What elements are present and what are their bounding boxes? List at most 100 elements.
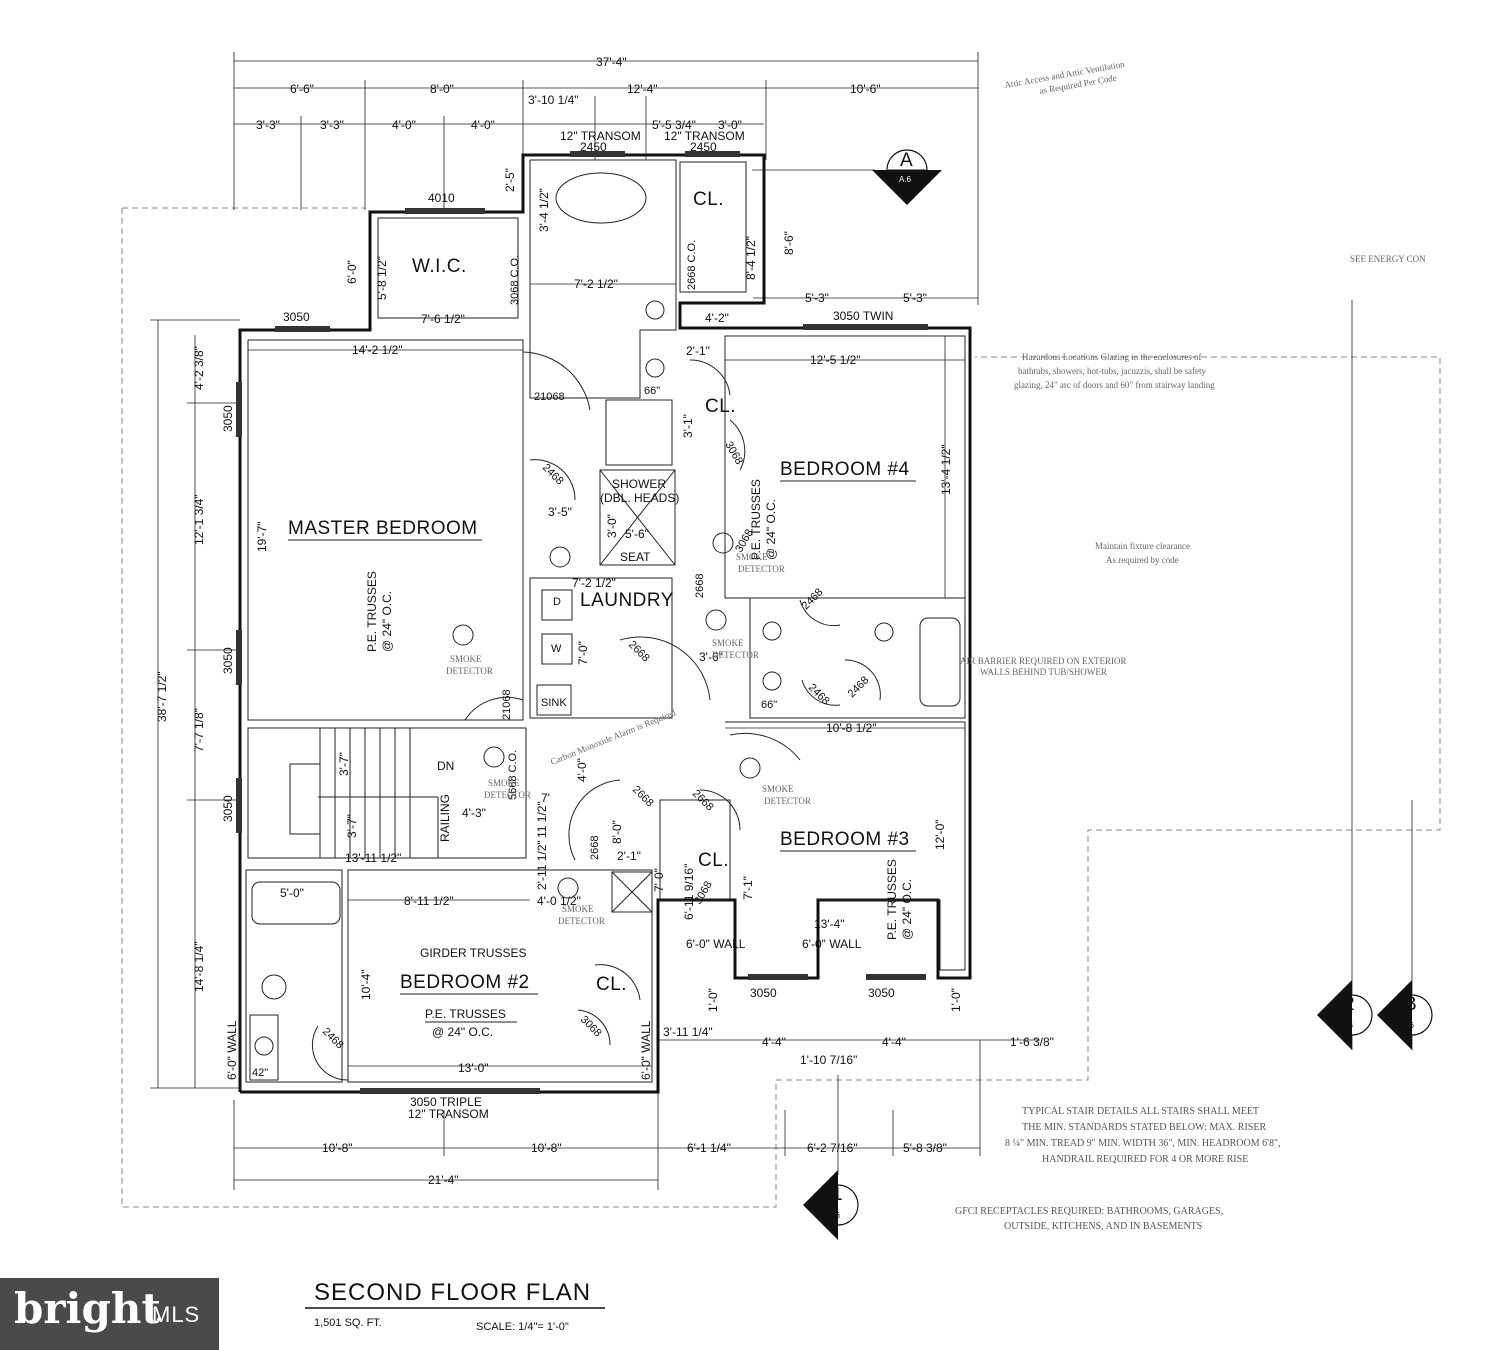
smoke-detectors: SMOKE DETECTOR SMOKE DETECTOR SMOKE DETE… — [446, 532, 811, 926]
wall-6ft-3: 6'-0" WALL — [225, 1020, 239, 1080]
wall-6ft-4: 6'-0" WALL — [639, 1020, 653, 1080]
bottom-dimensions: 10'-8" 10'-8" 6'-1 1/4" 6'-2 7/16" 5'-8 … — [233, 1039, 1040, 1190]
dim-i14: 3'-4 1/2" — [537, 188, 551, 232]
window-b3a-bar — [748, 974, 808, 980]
door-3068-c: 3068 — [578, 1014, 604, 1040]
section-a-letter: A — [900, 150, 913, 171]
plan-notes: Attic Access and Attic Ventilation as Re… — [549, 59, 1426, 1232]
room-bedroom-3: BEDROOM #3 — [780, 829, 910, 850]
dim-i5: 5'-3" — [805, 291, 829, 305]
smoke-2-label-b: DETECTOR — [738, 564, 785, 574]
note-energy: SEE ENERGY CON — [1350, 254, 1426, 264]
window-3050-top: 3050 — [283, 310, 310, 324]
dim-i1: 14'-2 1/2" — [352, 343, 403, 357]
truss-labels: P.E. TRUSSES @ 24" O.C. P.E. TRUSSES @ 2… — [225, 479, 914, 1080]
section-b-sheet: A.6 — [1402, 1021, 1415, 1030]
room-laundry: LAUNDRY — [580, 590, 674, 611]
dim-i49: 1'-10 7/16" — [800, 1053, 857, 1067]
dim-i18: 3'-5" — [548, 505, 572, 519]
dim-i37: 13'-0" — [458, 1061, 489, 1075]
plan-area: 1,501 SQ. FT. — [314, 1317, 382, 1329]
dim-i45: 3'-11 1/4" — [663, 1025, 713, 1039]
room-closet-1: CL. — [693, 189, 724, 210]
dim-s2: 3'-3" — [320, 118, 344, 132]
window-twin-bar — [803, 324, 928, 330]
dim-l3: 7'-7 1/8" — [192, 708, 206, 752]
dim-left-overall: 38'-7 1/2" — [155, 671, 169, 722]
note-carbon: Carbon Monoxide Alarm is Required — [549, 707, 677, 767]
window-triple-transom: 12" TRANSOM — [408, 1107, 489, 1121]
dim-i7: 12'-5 1/2" — [810, 353, 861, 367]
dim-l4: 14'-8 1/4" — [192, 941, 206, 992]
window-triple-bar — [360, 1088, 540, 1094]
dim-i44: 1'-0" — [949, 988, 963, 1012]
section-2-number: 2 — [1344, 994, 1355, 1015]
top-dimensions: 37'-4" 6'-6" 8'-0" 12'-4" 10'-6" 3'-10 1… — [233, 52, 979, 305]
note-stair-1: TYPICAL STAIR DETAILS ALL STAIRS SHALL M… — [1022, 1106, 1259, 1117]
wall-6ft-1: 6'-0" WALL — [686, 937, 746, 951]
smoke-4-label: SMOKE — [488, 778, 520, 788]
note-stair-3: 8 ¼" MIN. TREAD 9" MIN. WIDTH 36", MIN. … — [1005, 1138, 1281, 1149]
dim-i21: 7'-2 1/2" — [572, 576, 616, 590]
dim-i13: 2'-5" — [503, 168, 517, 192]
trusses-b2-1: P.E. TRUSSES — [425, 1007, 506, 1021]
dim-i36: 10'-4" — [359, 969, 373, 1000]
window-b3b: 3050 — [868, 986, 895, 1000]
door-2668-co: 2668 C.O. — [686, 240, 698, 290]
dim-t2: 8'-0" — [430, 82, 454, 96]
trusses-b4-1: P.E. TRUSSES — [749, 479, 763, 560]
door-5668-co: 5668 C.O. — [507, 750, 519, 800]
door-3068-co: 3068 C.O. — [509, 255, 521, 305]
dim-t4: 10'-6" — [850, 82, 881, 96]
door-2668-b: 2668 — [626, 639, 652, 665]
dim-s3: 4'-0" — [392, 118, 416, 132]
dim-s6: 3'-0" — [718, 118, 742, 132]
trusses-master-2: @ 24" O.C. — [380, 591, 394, 652]
section-1-sheet: A.6 — [828, 1211, 841, 1220]
laundry-dryer: D — [553, 596, 561, 608]
smoke-4-label-b: DETECTOR — [484, 790, 531, 800]
window-left-2: 3050 — [221, 647, 235, 674]
window-left-3: 3050 — [221, 795, 235, 822]
note-stair-2: THE MIN. STANDARDS STATED BELOW: MAX. RI… — [1022, 1122, 1266, 1133]
door-2668-d: 2668 — [630, 784, 656, 810]
dim-s1: 3'-3" — [256, 118, 280, 132]
room-wic: W.I.C. — [412, 256, 467, 277]
window-triple: 3050 TRIPLE — [410, 1095, 482, 1109]
dim-i31: 11 1/2" — [535, 801, 549, 838]
smoke-detector-1 — [452, 624, 474, 646]
smoke-detector-6 — [557, 877, 579, 899]
trusses-b3-1: P.E. TRUSSES — [885, 859, 899, 940]
dim-i43: 1'-0" — [706, 988, 720, 1012]
room-closet-4: CL. — [596, 974, 627, 995]
smoke-2-label: SMOKE — [736, 552, 768, 562]
stair-down: DN — [437, 759, 454, 773]
dim-i27: 4'-3" — [462, 806, 486, 820]
dim-t3: 12'-4" — [627, 82, 658, 96]
dim-i48: 1'-6 3/8" — [1010, 1035, 1054, 1049]
smoke-1-label-b: DETECTOR — [446, 666, 493, 676]
dim-overall-top: 37'-4" — [596, 55, 627, 69]
note-wall-ext-2: WALLS BEHIND TUB/SHOWER — [980, 667, 1107, 677]
dim-b2: 10'-8" — [531, 1141, 562, 1155]
note-glazing-3: glazing, 24" arc of doors and 60" from s… — [1014, 380, 1215, 390]
window-4010-bar — [405, 208, 485, 214]
note-gfci-2: OUTSIDE, KITCHENS, AND IN BASEMENTS — [1004, 1221, 1202, 1232]
dim-i40: 7'-0" — [652, 868, 666, 892]
stair-railing: RAILING — [438, 794, 452, 842]
plan-scale: SCALE: 1/4"= 1'-0" — [476, 1321, 569, 1333]
dim-i23: 3'-6" — [699, 650, 723, 664]
dim-i25: 4'-0" — [575, 758, 589, 782]
section-marker-b: B A.6 — [1377, 800, 1433, 1050]
windows: 4010 3050 2450 2450 3050 TWIN 3050 3050 … — [221, 140, 928, 1121]
section-marker-a: A A.6 — [752, 149, 942, 205]
dim-i34: 8'-11 1/2" — [404, 894, 454, 908]
dim-i47: 4'-4" — [882, 1035, 906, 1049]
smoke-5-label: SMOKE — [762, 784, 794, 794]
dim-i28: 3'-7" — [337, 752, 351, 776]
door-21068-a: 21068 — [534, 391, 565, 403]
vanity-42: 42" — [252, 1067, 268, 1079]
note-glazing-1: Hazardous Locations Glazing in the enclo… — [1022, 352, 1201, 362]
door-2468-b: 2468 — [800, 586, 826, 612]
note-clearance-1: Maintain fixture clearance — [1095, 541, 1190, 551]
